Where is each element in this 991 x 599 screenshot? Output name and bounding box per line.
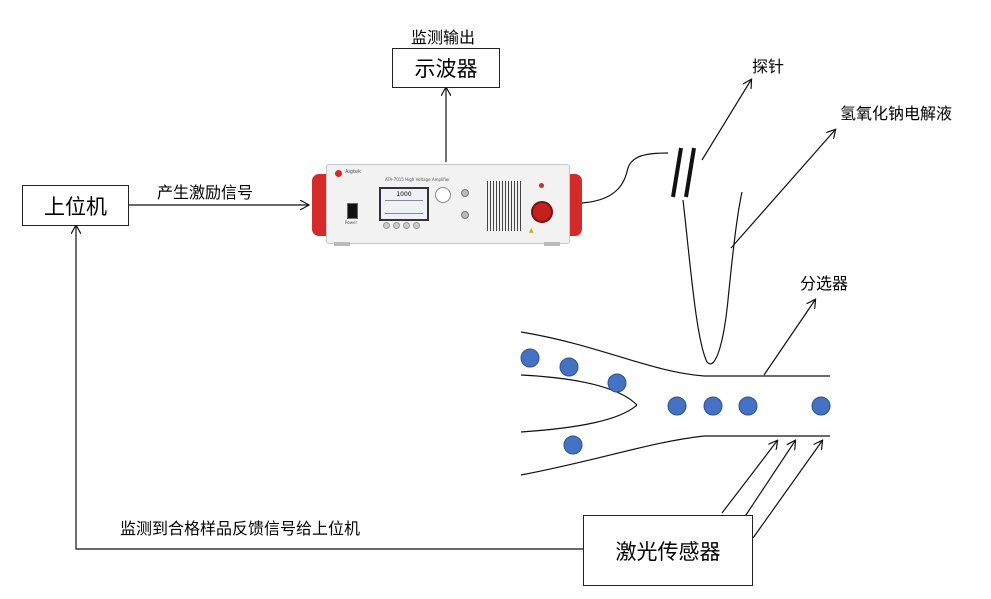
laser-sensor-label: 激光传感器 bbox=[615, 539, 721, 564]
channel-top-wall bbox=[520, 331, 830, 377]
amplifier-front-panel: Aigtek ATA-7015 High Voltage Amplifier P… bbox=[326, 164, 570, 244]
droplet bbox=[520, 348, 540, 368]
host-pc-box: 上位机 bbox=[22, 185, 129, 226]
amplifier-model: ATA-7015 High Voltage Amplifier bbox=[385, 177, 450, 182]
channel-bottom-wall bbox=[520, 435, 830, 476]
arrow-probe bbox=[701, 80, 751, 161]
droplet bbox=[563, 435, 583, 455]
amplifier-foot bbox=[334, 242, 350, 246]
oscilloscope-box: 示波器 bbox=[392, 48, 500, 88]
power-label: Power bbox=[345, 220, 358, 225]
electrode-plate-left bbox=[671, 147, 683, 198]
function-button[interactable] bbox=[413, 222, 420, 229]
excitation-signal-label: 产生激励信号 bbox=[157, 183, 254, 202]
laser-sensor-box: 激光传感器 bbox=[583, 515, 753, 586]
laser-beam bbox=[737, 441, 795, 528]
amplifier-brand: Aigtek bbox=[345, 169, 361, 175]
amplifier-device: Aigtek ATA-7015 High Voltage Amplifier P… bbox=[312, 160, 582, 250]
amplifier-brand-logo bbox=[335, 170, 342, 177]
droplet bbox=[607, 373, 627, 393]
droplet bbox=[667, 396, 687, 416]
droplet bbox=[811, 396, 831, 416]
function-button[interactable] bbox=[403, 222, 410, 229]
electrolyte-label: 氢氧化钠电解液 bbox=[840, 104, 953, 123]
feedback-label: 监测到合格样品反馈信号给上位机 bbox=[120, 519, 361, 538]
host-pc-label: 上位机 bbox=[44, 194, 107, 219]
output-terminal bbox=[531, 201, 553, 223]
power-switch[interactable] bbox=[347, 203, 358, 219]
input-connector bbox=[461, 189, 469, 197]
amplifier-screen: 1000 bbox=[379, 187, 429, 221]
amplifier-knob[interactable] bbox=[435, 187, 451, 203]
channel-splitter-lower bbox=[520, 404, 638, 433]
sorter-label: 分选器 bbox=[800, 274, 849, 293]
monitor-output-label: 监测输出 bbox=[411, 28, 476, 47]
channel-splitter-upper bbox=[520, 374, 638, 406]
oscilloscope-label: 示波器 bbox=[414, 57, 478, 81]
probe-label: 探针 bbox=[752, 57, 785, 76]
input-connector bbox=[461, 211, 469, 219]
function-button[interactable] bbox=[383, 222, 390, 229]
electrode-plate-right bbox=[684, 147, 696, 198]
probe-needle bbox=[682, 191, 743, 365]
amplifier-handle-right bbox=[568, 174, 582, 236]
laser-beam bbox=[721, 441, 777, 514]
amplifier-handle-left bbox=[312, 174, 326, 236]
arrow-electrolyte bbox=[730, 130, 835, 249]
amplifier-foot bbox=[544, 242, 560, 246]
droplet bbox=[703, 396, 723, 416]
arrow-sorter bbox=[763, 300, 815, 376]
laser-beam bbox=[752, 441, 822, 539]
droplet bbox=[738, 396, 758, 416]
droplet bbox=[559, 357, 579, 377]
screen-readout: 1000 bbox=[396, 191, 412, 198]
arrow-feedback bbox=[76, 226, 584, 550]
function-button[interactable] bbox=[393, 222, 400, 229]
vent-grille bbox=[487, 181, 523, 231]
output-cable bbox=[581, 152, 669, 204]
status-indicator bbox=[539, 183, 544, 188]
warning-icon: ▲ bbox=[529, 227, 534, 234]
